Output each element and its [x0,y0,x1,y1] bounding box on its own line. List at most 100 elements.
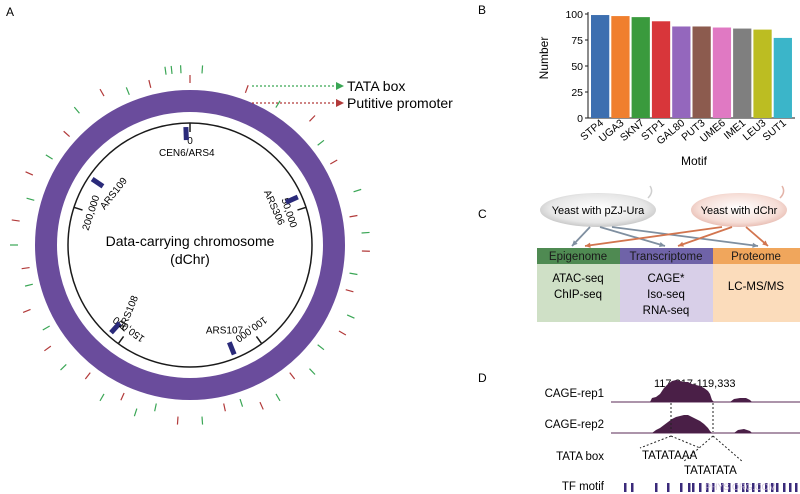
tata-box-tick [201,65,204,74]
x-axis-label: Motif [681,154,708,168]
tata-box-tick [133,408,138,417]
promoter-tick [244,85,249,93]
tata-box-tick [24,283,33,287]
tata-box-tick [60,364,67,371]
source-arrows [571,226,769,248]
track-label-rep2: CAGE-rep2 [545,419,604,431]
tata-seq-1: TATATAAA [642,450,697,462]
y-tick-label: 75 [571,35,583,47]
bar [692,26,711,119]
motif-bar-chart: Number Motif 0255075100STP4UGA3SKN7STP1G… [537,9,795,168]
flow-arrow-head [762,240,768,246]
y-tick-label: 50 [571,61,583,73]
tf-motif-mark [776,483,779,492]
tata-box-tick [349,272,358,276]
legend-promoter-label: Putitive promoter [347,95,453,111]
tata-box-tick [26,197,35,201]
bar [672,26,691,119]
promoter-tick [176,416,179,425]
tf-motif-mark [680,483,683,492]
promoter-tick [148,79,152,88]
tata2-fan-right [712,435,744,463]
col-head-epigenome [537,248,620,264]
tata-box-tick [45,154,53,160]
item-rna-seq: RNA-seq [643,305,690,317]
source-yeast-pzj-tail [647,185,653,199]
tata-box-tick [154,403,157,412]
cage-track-panel: 117,817-119,333 CAGE-rep1 CAGE-rep2 TATA… [545,378,800,493]
center-title: Data-carrying chromosome [106,233,275,249]
promoter-tick [44,345,52,352]
tf-motif-mark [667,483,670,492]
rep1-small-peak [730,398,752,402]
flow-arrow [599,226,666,247]
ars-marker-label: ARS107 [206,325,244,336]
tf-motif-mark [728,483,731,492]
coord-tick-label: 200,000 [81,194,103,232]
tf-motif-mark [699,483,702,492]
y-tick-label: 25 [571,87,583,99]
coord-tick [255,335,263,345]
bar [631,17,650,118]
ars-marker-label: ARS108 [117,294,141,333]
col-title-epigenome: Epigenome [549,251,607,263]
tf-motif-mark [712,483,715,492]
bar [733,28,752,119]
item-cage: CAGE* [647,273,685,285]
col-title-proteome: Proteome [731,251,781,263]
flow-arrow-head [572,240,578,246]
tata-seq-2: TATATATA [684,465,737,477]
panel-label-c: C [478,207,487,221]
tf-motif-mark [688,483,691,492]
flow-arrow [677,226,733,247]
tata-box-tick [317,344,325,351]
source-yeast-pzj [540,193,656,227]
tf-motif-mark [752,483,755,492]
item-atac-seq: ATAC-seq [552,273,603,285]
promoter-tick [63,130,71,138]
col-body-epigenome [537,264,620,322]
col-body-transcriptome [620,264,713,322]
coord-tick [117,335,125,345]
bar [712,27,732,118]
ars-marker [227,341,237,356]
coord-tick [297,206,307,211]
tata-box-tick [309,368,316,375]
tata-box-tick [275,393,281,402]
flow-arrow [611,226,759,247]
tata-box-tick [201,416,204,425]
source-label-pzj: Yeast with pZJ-Ura [552,205,645,217]
tata-box-tick [73,106,80,114]
flow-arrow [584,226,723,247]
tf-motif-mark [742,483,745,492]
tf-motif-mark [655,483,658,492]
y-tick-label: 0 [577,113,583,125]
tf-motif-mark [758,483,761,492]
promoter-tick [11,219,20,222]
track-label-tata: TATA box [556,451,604,463]
tf-motif-mark [735,483,738,492]
tata-box-tick [170,65,173,75]
ars-marker-label: CEN6/ARS4 [159,148,215,159]
flow-arrow-head [585,242,591,248]
tata-box-tick [353,188,362,193]
source-yeast-dchr-tail [779,185,785,199]
promoter-arrow-head [336,99,344,107]
promoter-tick [338,330,347,336]
panel-label-a: A [6,5,14,19]
track-label-rep1: CAGE-rep1 [545,388,604,400]
panel-label-b: B [478,3,486,17]
tata1-fan-left [639,435,672,449]
ars-marker [284,194,299,205]
tf-motif-mark [765,483,768,492]
y-axis-label: Number [537,37,551,80]
tata-box-tick [99,393,105,402]
rep2-peak [652,415,712,433]
bar [651,21,671,119]
promoter-tick [329,159,338,165]
source-yeast-dchr [691,193,787,227]
tf-motif-mark [746,483,749,492]
promoter-tick [345,289,354,293]
tata-box-tick [164,66,167,75]
